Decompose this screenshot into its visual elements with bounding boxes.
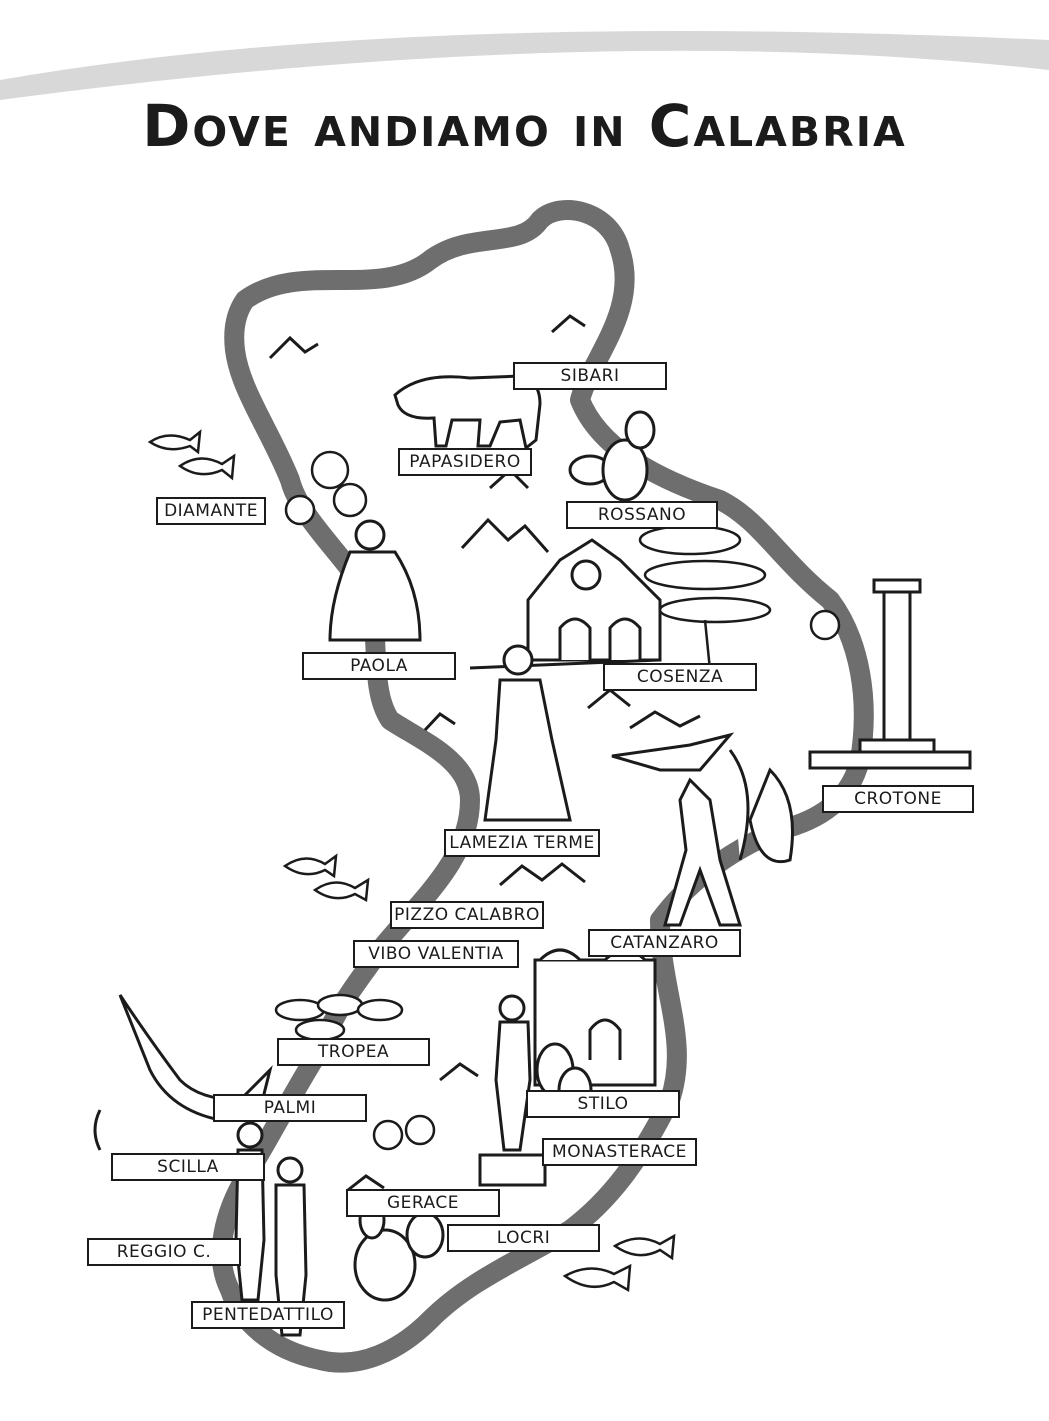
label-cosenza: COSENZA [603, 663, 757, 691]
label-vibo-valentia: VIBO VALENTIA [353, 940, 519, 968]
label-scilla: SCILLA [111, 1153, 265, 1181]
column-icon [808, 578, 972, 770]
label-lamezia-terme: LAMEZIA TERME [444, 829, 600, 857]
archer-icon [611, 732, 794, 927]
label-rossano: ROSSANO [566, 501, 718, 529]
label-reggio-c: REGGIO C. [87, 1238, 241, 1266]
top-banner-swoosh [0, 31, 1049, 100]
label-paola: PAOLA [302, 652, 456, 680]
prickly-pear-icon [535, 410, 656, 1114]
label-stilo: STILO [526, 1090, 680, 1118]
cathedral-icon [469, 538, 662, 670]
label-papasidero: PAPASIDERO [398, 448, 532, 476]
page-title: Dove andiamo in Calabria [142, 92, 907, 160]
leaves-icon [274, 993, 404, 1042]
label-catanzaro: CATANZARO [588, 929, 741, 957]
onion-icon [372, 609, 841, 1151]
label-locri: LOCRI [447, 1224, 600, 1252]
label-crotone: CROTONE [822, 785, 974, 813]
label-sibari: SIBARI [513, 362, 667, 390]
label-pizzo-calabro: PIZZO CALABRO [390, 901, 544, 929]
woman-costume-icon [483, 644, 572, 822]
label-palmi: PALMI [213, 1094, 367, 1122]
saint-icon [328, 519, 422, 642]
label-tropea: TROPEA [277, 1038, 430, 1066]
label-gerace: GERACE [346, 1189, 500, 1217]
label-diamante: DIAMANTE [156, 497, 266, 525]
label-monasterace: MONASTERACE [542, 1138, 697, 1166]
chili-pepper-icon [284, 450, 368, 526]
label-pentedattilo: PENTEDATTILO [191, 1301, 345, 1329]
statue-icon [478, 994, 547, 1187]
bull-icon [393, 374, 542, 451]
fish-icon [147, 429, 676, 1293]
